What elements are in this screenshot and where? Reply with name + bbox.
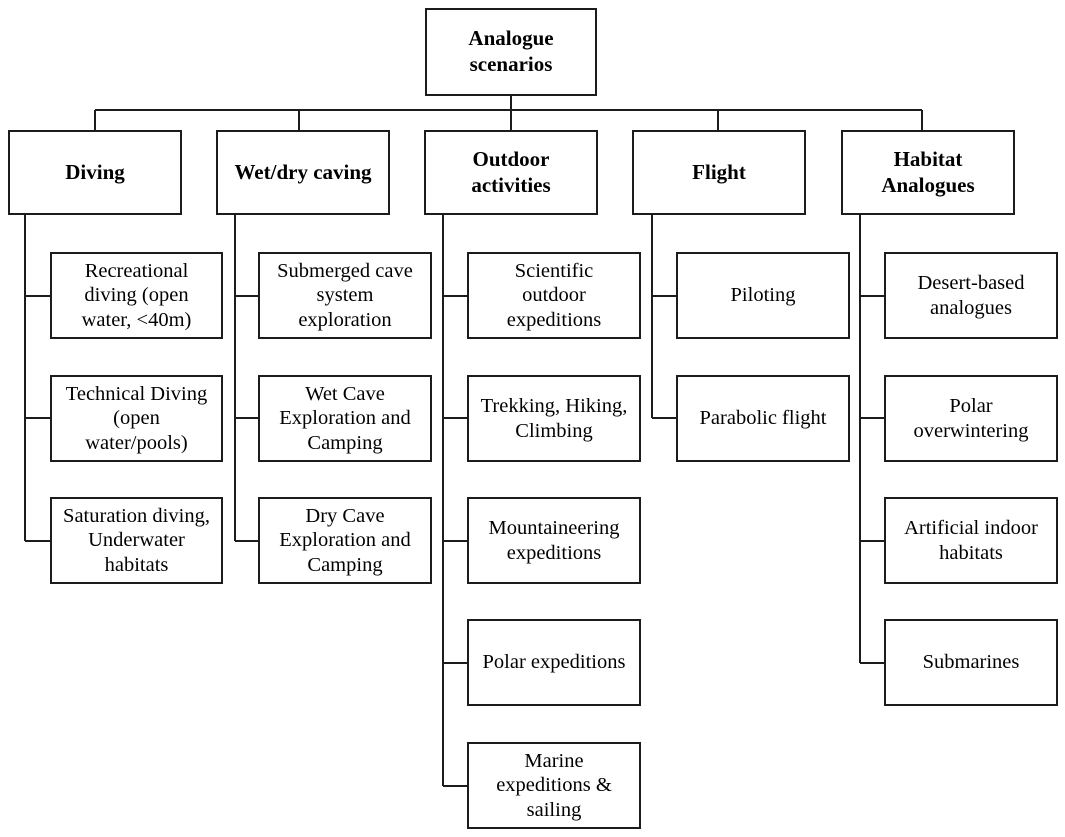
item-polar-expeditions: Polar expeditions bbox=[467, 619, 641, 706]
item-trekking-hiking: Trekking, Hiking, Climbing bbox=[467, 375, 641, 462]
item-piloting: Piloting bbox=[676, 252, 850, 339]
category-wet-dry-caving: Wet/dry caving bbox=[216, 130, 390, 215]
item-submarines: Submarines bbox=[884, 619, 1058, 706]
category-habitat-analogues: Habitat Analogues bbox=[841, 130, 1015, 215]
item-desert-analogues: Desert-based analogues bbox=[884, 252, 1058, 339]
item-submerged-cave: Submerged cave system exploration bbox=[258, 252, 432, 339]
category-outdoor-activities: Outdoor activities bbox=[424, 130, 598, 215]
item-dry-cave: Dry Cave Exploration and Camping bbox=[258, 497, 432, 584]
item-technical-diving: Technical Diving (open water/pools) bbox=[50, 375, 223, 462]
item-recreational-diving: Recreational diving (open water, <40m) bbox=[50, 252, 223, 339]
category-diving: Diving bbox=[8, 130, 182, 215]
item-scientific-outdoor: Scientific outdoor expeditions bbox=[467, 252, 641, 339]
item-wet-cave: Wet Cave Exploration and Camping bbox=[258, 375, 432, 462]
item-artificial-indoor-habitats: Artificial indoor habitats bbox=[884, 497, 1058, 584]
item-marine-expeditions: Marine expeditions & sailing bbox=[467, 742, 641, 829]
category-flight: Flight bbox=[632, 130, 806, 215]
item-parabolic-flight: Parabolic flight bbox=[676, 375, 850, 462]
item-polar-overwintering: Polar overwintering bbox=[884, 375, 1058, 462]
item-saturation-diving: Saturation diving, Underwater habitats bbox=[50, 497, 223, 584]
root-node: Analogue scenarios bbox=[425, 8, 597, 96]
item-mountaineering: Mountaineering expeditions bbox=[467, 497, 641, 584]
